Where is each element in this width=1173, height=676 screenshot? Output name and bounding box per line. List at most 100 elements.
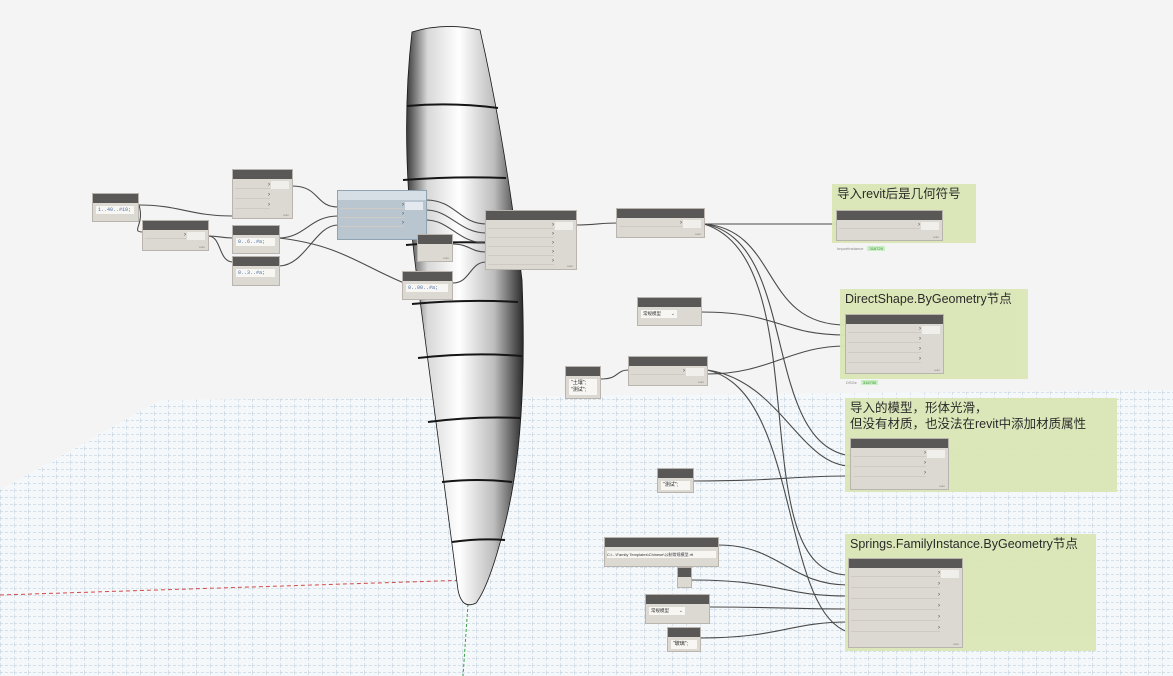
node-category-a[interactable]: 常规模型⌄ <box>637 297 702 326</box>
node-header <box>668 628 700 637</box>
node-string-glass[interactable]: "玻璃"; <box>667 627 701 652</box>
node-footer: auto <box>199 245 205 249</box>
input-port[interactable]: › <box>848 326 921 333</box>
output-port[interactable] <box>686 368 704 376</box>
input-port[interactable]: › <box>851 625 940 632</box>
chevron-right-icon: › <box>402 220 404 226</box>
chevron-right-icon: › <box>552 222 554 228</box>
node-header <box>486 211 576 220</box>
node-header <box>233 226 279 235</box>
node-small[interactable]: auto <box>417 234 453 262</box>
input-port[interactable]: › <box>488 240 554 247</box>
file-path-text[interactable]: C:\...\Family Templates\Chinese\公制常规模型.r… <box>607 551 716 558</box>
input-port[interactable]: › <box>848 356 921 363</box>
node-footer: auto <box>934 368 940 372</box>
output-port[interactable] <box>405 202 423 210</box>
output-port[interactable] <box>555 222 573 230</box>
output-port[interactable] <box>683 220 701 228</box>
chevron-right-icon: › <box>924 460 926 466</box>
output-port[interactable] <box>921 222 939 230</box>
dropdown-value: 常规模型 <box>651 608 669 613</box>
chevron-right-icon: › <box>552 258 554 264</box>
output-port[interactable] <box>941 570 959 578</box>
code-block-range-d[interactable]: 0..90..#a; <box>402 271 453 300</box>
code-text[interactable]: 0..90..#a; <box>406 284 448 292</box>
node-directshape[interactable]: › › › › auto <box>845 314 944 374</box>
node-file-path[interactable]: C:\...\Family Templates\Chinese\公制常规模型.r… <box>604 537 719 567</box>
input-port[interactable]: › <box>851 581 940 588</box>
category-dropdown-b[interactable]: 常规模型⌄ <box>649 607 685 615</box>
code-text[interactable]: 0..6..#a; <box>236 238 275 246</box>
string-text[interactable]: "土壤"; "测试"; <box>569 379 597 395</box>
input-port[interactable]: › <box>488 249 554 256</box>
node-b[interactable]: › auto <box>142 220 209 251</box>
input-port[interactable]: › <box>631 368 685 375</box>
node-header <box>849 559 962 568</box>
code-text[interactable]: 1..40..#10; <box>96 206 134 214</box>
input-port[interactable]: › <box>145 232 186 239</box>
input-port[interactable]: › <box>488 258 554 265</box>
input-port[interactable]: › <box>340 202 404 209</box>
chevron-right-icon: › <box>680 220 682 226</box>
input-port[interactable]: › <box>235 192 270 199</box>
node-small-b[interactable] <box>677 567 692 588</box>
node-category-b[interactable]: 常规模型⌄ <box>645 594 710 624</box>
node-header <box>605 538 718 547</box>
input-port[interactable]: › <box>340 211 404 218</box>
input-port[interactable]: › <box>619 220 682 227</box>
output-port[interactable] <box>271 181 289 189</box>
node-header <box>638 298 701 307</box>
node-string-material[interactable]: "土壤"; "测试"; <box>565 366 601 399</box>
input-port[interactable]: › <box>235 182 270 189</box>
code-block-range-b[interactable]: 0..6..#a; <box>232 225 280 254</box>
string-text[interactable]: "玻璃"; <box>671 640 697 649</box>
input-port[interactable]: › <box>235 202 270 209</box>
chevron-right-icon: › <box>402 202 404 208</box>
chevron-right-icon: › <box>938 614 940 620</box>
output-port[interactable] <box>187 232 205 240</box>
input-port[interactable]: › <box>851 592 940 599</box>
input-port[interactable]: › <box>488 222 554 229</box>
input-port[interactable]: › <box>853 450 926 457</box>
output-port[interactable] <box>922 326 940 334</box>
node-header <box>93 194 138 203</box>
output-port[interactable] <box>927 450 945 458</box>
chevron-right-icon: › <box>552 240 554 246</box>
input-port[interactable]: › <box>848 336 921 343</box>
code-block-range-a[interactable]: 1..40..#10; <box>92 193 139 222</box>
input-port[interactable]: › <box>853 470 926 477</box>
input-port[interactable]: › <box>851 603 940 610</box>
input-port[interactable]: › <box>488 231 554 238</box>
input-port[interactable]: › <box>851 614 940 621</box>
node-springs-family-instance[interactable]: › › › › › › auto <box>848 558 963 648</box>
input-port[interactable]: › <box>851 570 940 577</box>
node-selected[interactable]: › › › <box>337 190 427 240</box>
input-port[interactable]: › <box>848 346 921 353</box>
category-dropdown-a[interactable]: 常规模型⌄ <box>641 310 677 318</box>
code-text[interactable]: 0..3..#a; <box>236 269 275 277</box>
input-port[interactable]: › <box>340 220 404 227</box>
input-port[interactable]: › <box>839 222 920 229</box>
chevron-right-icon: › <box>938 603 940 609</box>
input-port[interactable]: › <box>853 460 926 467</box>
node-import-model[interactable]: › › › auto <box>850 438 949 490</box>
chevron-right-icon: › <box>184 232 186 238</box>
code-block-range-c[interactable]: 0..3..#a; <box>232 256 280 286</box>
axis-lines <box>0 579 471 676</box>
chevron-right-icon: › <box>938 625 940 631</box>
chevron-right-icon: › <box>924 450 926 456</box>
node-a[interactable]: › › › auto <box>232 169 293 219</box>
chevron-right-icon: › <box>552 249 554 255</box>
string-text[interactable]: "测试"; <box>661 481 690 490</box>
node-material-by-name[interactable]: › auto <box>628 356 708 386</box>
node-footer: auto <box>695 232 701 236</box>
wires <box>137 185 852 639</box>
node-import-instance[interactable]: › auto <box>836 210 943 241</box>
node-header <box>629 357 707 366</box>
node-geometry[interactable]: › auto <box>616 208 705 238</box>
node-string-test[interactable]: "测试"; <box>657 468 694 493</box>
node-loft[interactable]: › › › › › auto <box>485 210 577 270</box>
node-header <box>658 469 693 478</box>
